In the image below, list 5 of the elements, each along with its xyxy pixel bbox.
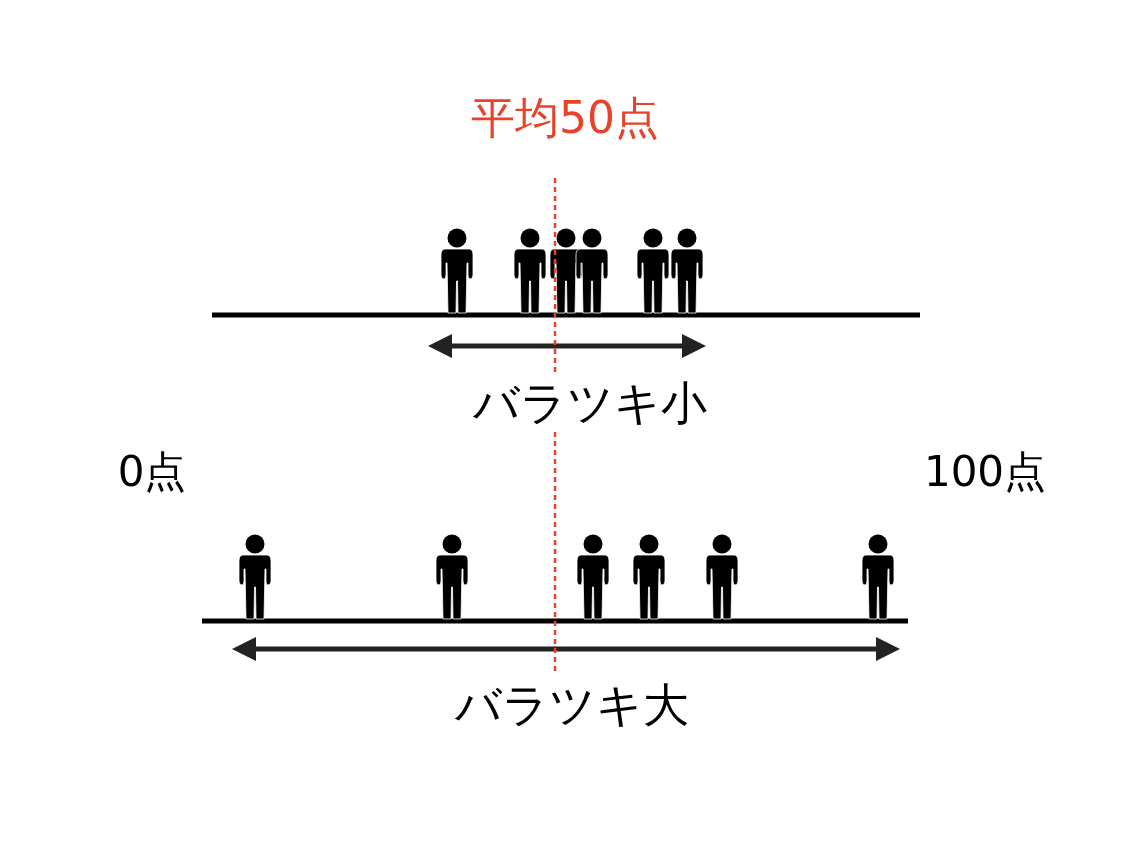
scale-label: 100点: [923, 451, 1047, 493]
spread-label: バラツキ大: [455, 682, 689, 728]
mean-label: 平均50点: [471, 96, 659, 140]
spread-label: バラツキ小: [473, 380, 707, 426]
scale-label: 0点: [117, 451, 187, 493]
